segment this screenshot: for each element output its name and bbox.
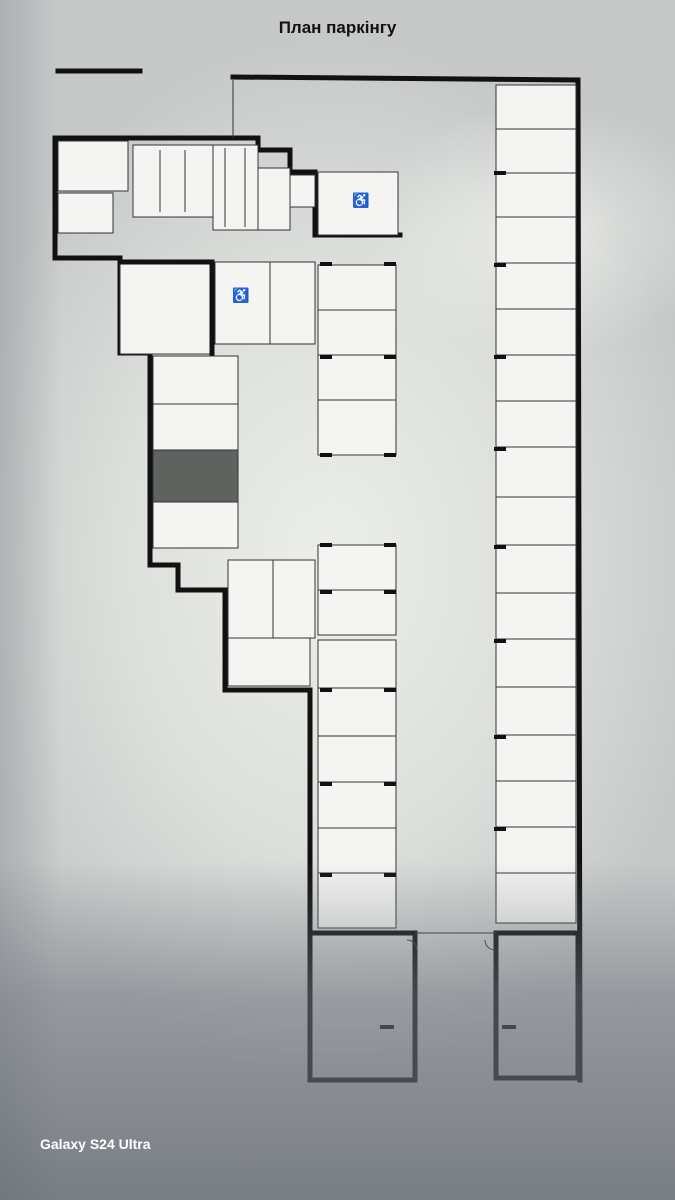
plan-title: План паркінгу <box>278 18 397 37</box>
parking-space-accessible <box>317 171 399 236</box>
room-sanitary <box>132 144 214 218</box>
room-storage <box>57 192 114 234</box>
outer-wall <box>230 74 583 1083</box>
room-small <box>289 174 316 208</box>
room-ventilation <box>119 261 213 355</box>
stairwell <box>212 144 259 231</box>
parking-cluster-center <box>227 559 316 687</box>
wheelchair-icon: ♿ <box>232 287 249 304</box>
parking-column-middle-top <box>317 262 397 457</box>
room-service <box>257 167 291 231</box>
wheelchair-icon: ♿ <box>352 192 369 209</box>
north-block-wall <box>52 135 403 238</box>
camera-watermark: Galaxy S24 Ultra <box>40 1136 151 1152</box>
hand-shadow <box>0 860 675 1200</box>
outer-wall-left <box>52 135 313 1083</box>
parking-column-right <box>494 84 577 924</box>
room-technical <box>57 140 129 192</box>
parking-column-left <box>152 355 239 549</box>
parking-space-accessible <box>214 261 271 345</box>
parking-space <box>269 261 316 345</box>
highlighted-space <box>152 449 239 503</box>
